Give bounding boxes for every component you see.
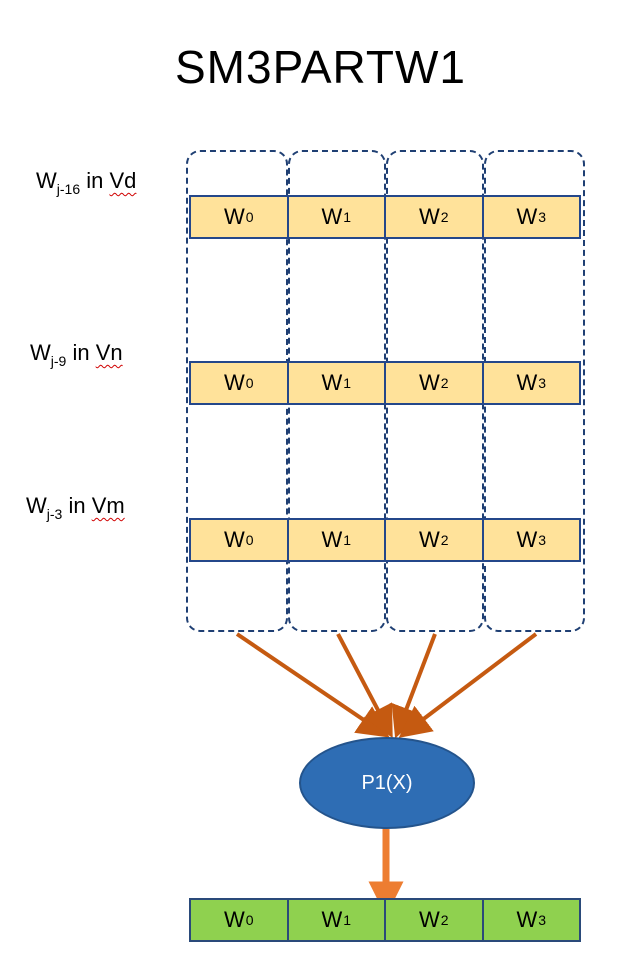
row-label-subscript: j-16 xyxy=(56,181,81,197)
row-label-main: W xyxy=(26,493,47,518)
row-label-subscript: j-9 xyxy=(50,353,67,369)
row-label-in: in xyxy=(66,340,96,365)
function-label: P1(X) xyxy=(361,771,413,794)
row-label-vd: Wj-16 in Vd xyxy=(36,168,136,197)
row-label-register: Vd xyxy=(109,168,137,193)
row-label-vm: Wj-3 in Vm xyxy=(26,493,125,522)
row-label-in: in xyxy=(80,168,110,193)
arrow-lane-3 xyxy=(398,632,538,738)
function-p1-node: P1(X) xyxy=(299,737,475,829)
row-label-register: Vm xyxy=(91,493,125,518)
row-label-subscript: j-3 xyxy=(46,506,63,522)
arrow-lane-1 xyxy=(336,633,393,739)
row-label-main: W xyxy=(36,168,57,193)
arrow-lane-0 xyxy=(235,632,390,738)
row-label-in: in xyxy=(62,493,92,518)
row-label-register: Vn xyxy=(95,340,123,365)
row-label-main: W xyxy=(30,340,51,365)
diagram-title: SM3PARTW1 xyxy=(174,41,467,93)
row-label-vn: Wj-9 in Vn xyxy=(30,340,123,369)
